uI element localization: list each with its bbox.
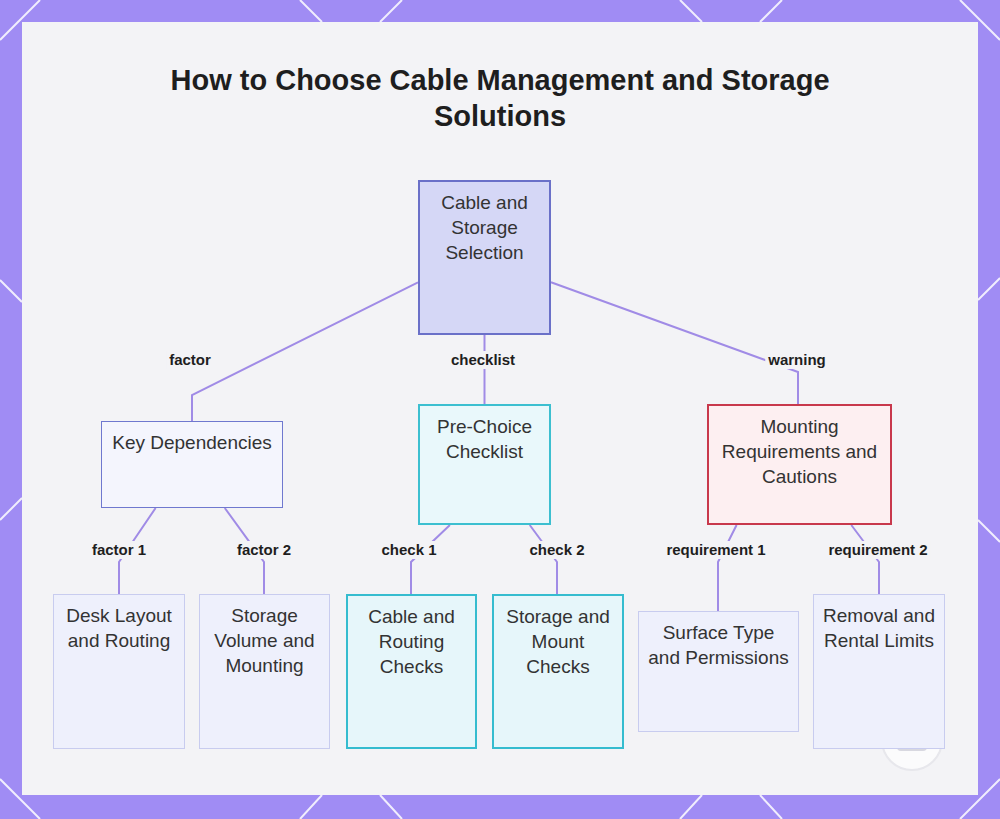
edge-label: requirement 2 — [825, 541, 930, 559]
edge-label: factor — [166, 351, 214, 369]
connector — [411, 525, 450, 594]
connector — [718, 525, 737, 611]
edge-label: warning — [765, 351, 829, 369]
connector — [192, 282, 418, 421]
edge-label: factor 1 — [89, 541, 149, 559]
leaf-box: Storage Volume and Mounting — [199, 594, 330, 749]
category-box: Pre-Choice Checklist — [418, 404, 551, 525]
connector — [551, 282, 798, 404]
edge-label: checklist — [448, 351, 518, 369]
connector — [530, 525, 557, 594]
node-text: Removal and Rental Limits — [822, 603, 936, 653]
node-text: Key Dependencies — [112, 430, 272, 455]
node-text: Cable and Routing Checks — [356, 604, 467, 679]
leaf-box: Storage and Mount Checks — [492, 594, 624, 749]
edge-label: factor 2 — [234, 541, 294, 559]
edge-label: check 1 — [378, 541, 439, 559]
node-text: Storage Volume and Mounting — [208, 603, 321, 678]
connector — [851, 525, 879, 594]
leaf-box: Removal and Rental Limits — [813, 594, 945, 749]
node-text: Pre-Choice Checklist — [428, 414, 541, 464]
leaf-box: Cable and Routing Checks — [346, 594, 477, 749]
node-text: Surface Type and Permissions — [647, 620, 790, 670]
node-text: Cable and Storage Selection — [428, 190, 541, 265]
category-box: Key Dependencies — [101, 421, 283, 508]
node-text: Mounting Requirements and Cautions — [717, 414, 882, 489]
edge-label: check 2 — [526, 541, 587, 559]
connector — [484, 335, 486, 404]
warning-box: Mounting Requirements and Cautions — [707, 404, 892, 525]
diagram-title: How to Choose Cable Management and Stora… — [150, 62, 850, 134]
root-box: Cable and Storage Selection — [418, 180, 551, 335]
edge-label: requirement 1 — [663, 541, 768, 559]
node-text: Desk Layout and Routing — [62, 603, 176, 653]
node-text: Storage and Mount Checks — [502, 604, 614, 679]
leaf-box: Surface Type and Permissions — [638, 611, 799, 732]
leaf-box: Desk Layout and Routing — [53, 594, 185, 749]
